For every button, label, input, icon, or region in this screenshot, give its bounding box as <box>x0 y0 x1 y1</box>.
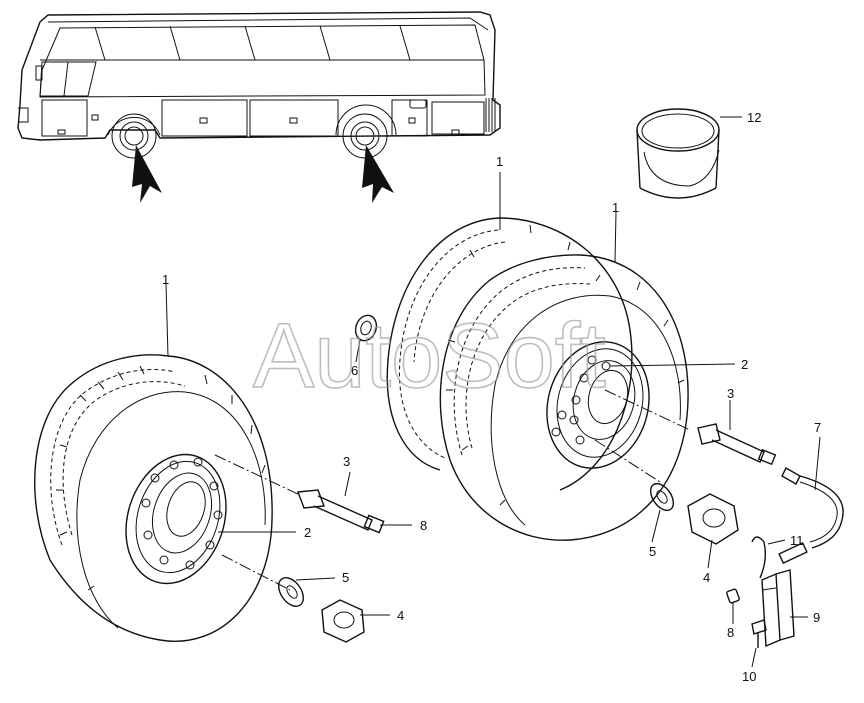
grease-can-part-12 <box>636 108 720 199</box>
callout-10: 10 <box>742 669 756 684</box>
screw-part-10 <box>751 619 767 648</box>
callout-5-left: 5 <box>342 570 349 585</box>
leader-lines <box>165 116 821 668</box>
callout-3-right: 3 <box>727 386 734 401</box>
callout-2-left: 2 <box>304 525 311 540</box>
callout-4-left: 4 <box>397 608 404 623</box>
wheel-nut-right-part-4 <box>687 493 739 545</box>
watermark: AutoSoft <box>253 305 606 407</box>
valve-extension-right-part-3 <box>697 423 777 466</box>
arrow-front-wheel <box>132 145 162 203</box>
bracket-part-9 <box>761 569 795 648</box>
callout-11: 11 <box>790 533 804 548</box>
callout-5-right: 5 <box>649 544 656 559</box>
callout-9: 9 <box>813 610 820 625</box>
callout-4-right: 4 <box>703 570 710 585</box>
single-front-wheel <box>34 354 273 642</box>
clip-part-11 <box>751 536 767 579</box>
callout-8-left: 8 <box>420 518 427 533</box>
callout-7: 7 <box>814 420 821 435</box>
callout-8-right: 8 <box>727 625 734 640</box>
callout-2-right: 2 <box>741 357 748 372</box>
callout-1-top: 1 <box>496 154 503 169</box>
callout-3-left: 3 <box>343 454 350 469</box>
arrow-rear-wheel <box>362 145 394 203</box>
bus-rear-wheel <box>335 104 397 159</box>
washer-right-part-5 <box>649 482 675 512</box>
wheel-nut-left-part-4 <box>321 599 365 643</box>
bus-illustration <box>17 11 501 203</box>
washer-part-6 <box>354 314 378 342</box>
callout-12: 12 <box>747 110 761 125</box>
callout-labels: 1 1 1 2 2 3 3 4 4 5 5 6 7 8 8 9 10 11 12 <box>162 110 821 684</box>
flexible-hose-part-7 <box>778 467 844 564</box>
dual-rear-wheel <box>386 217 689 541</box>
washer-left-part-5 <box>277 576 305 608</box>
callout-1-right: 1 <box>612 200 619 215</box>
callout-6: 6 <box>351 363 358 378</box>
callout-1-left: 1 <box>162 272 169 287</box>
bus-front-wheel <box>107 113 161 159</box>
valve-core-part-8 <box>726 588 740 604</box>
valve-extension-left-part-3 <box>297 489 385 534</box>
